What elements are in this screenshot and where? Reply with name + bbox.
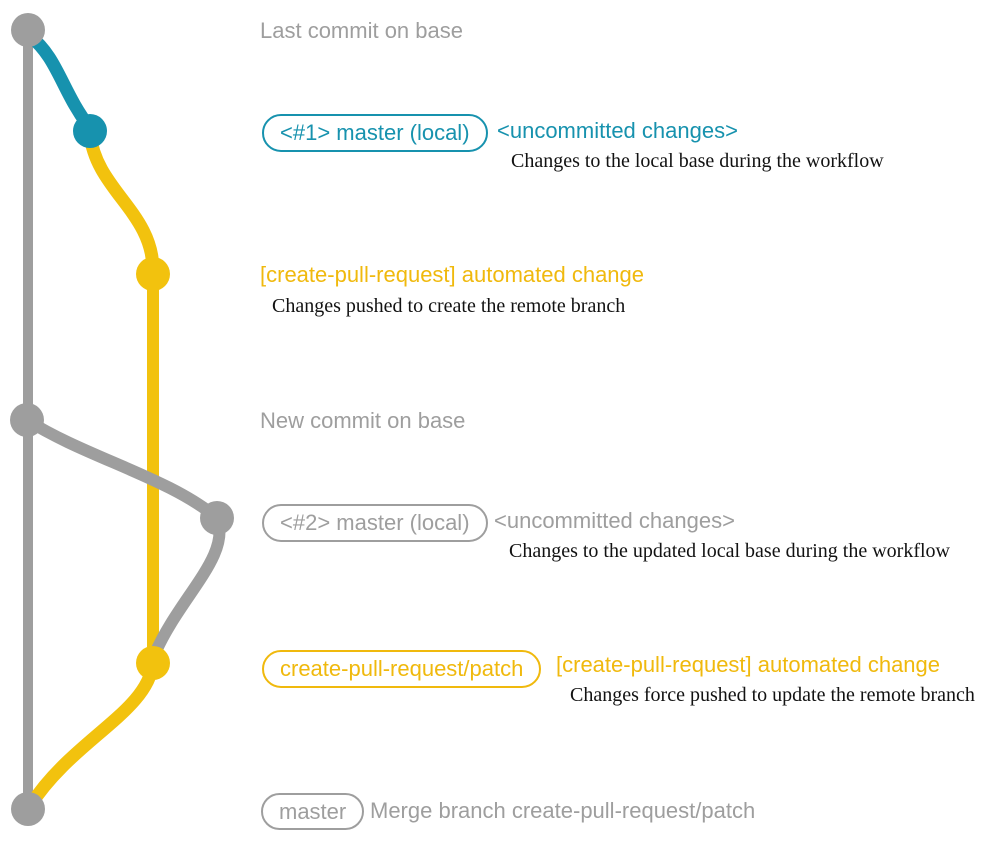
commit-node-base-new	[10, 403, 44, 437]
rebase-branch-curve-back	[148, 512, 226, 662]
annotation-automated-change-1: [create-pull-request] automated change	[260, 262, 645, 287]
annotation-uncommitted-changes-2-description: Changes to the updated local base during…	[509, 540, 950, 562]
annotation-automated-change-2-description: Changes force pushed to update the remot…	[570, 684, 975, 706]
annotation-uncommitted-changes-1: <uncommitted changes>	[497, 118, 738, 143]
annotation-automated-change-2: [create-pull-request] automated change	[556, 652, 941, 677]
badge-master: master	[261, 793, 365, 830]
annotation-uncommitted-changes-1-description: Changes to the local base during the wor…	[511, 150, 884, 172]
annotation-automated-change-1-description: Changes pushed to create the remote bran…	[272, 295, 626, 317]
annotation-uncommitted-changes-2: <uncommitted changes>	[494, 508, 735, 533]
patch-merge-curve	[23, 656, 160, 813]
badge-create-pull-request-patch: create-pull-request/patch	[262, 650, 542, 688]
commit-node-patch-2	[136, 646, 170, 680]
badge-master-local-2: <#2> master (local)	[262, 504, 488, 542]
local-branch-line	[23, 29, 97, 135]
commit-node-local-2	[200, 501, 234, 535]
patch-branch-curve-1	[83, 127, 160, 277]
annotation-merge-branch: Merge branch create-pull-request/patch	[370, 798, 756, 823]
commit-node-local-1	[73, 114, 107, 148]
annotation-last-commit-on-base: Last commit on base	[260, 18, 463, 43]
annotation-new-commit-on-base: New commit on base	[260, 408, 466, 433]
commit-node-patch-1	[136, 257, 170, 291]
commit-node-merge	[11, 792, 45, 826]
rebase-branch-curve-out	[21, 414, 223, 524]
badge-master-local-1: <#1> master (local)	[262, 114, 488, 152]
commit-node-base-last	[11, 13, 45, 47]
